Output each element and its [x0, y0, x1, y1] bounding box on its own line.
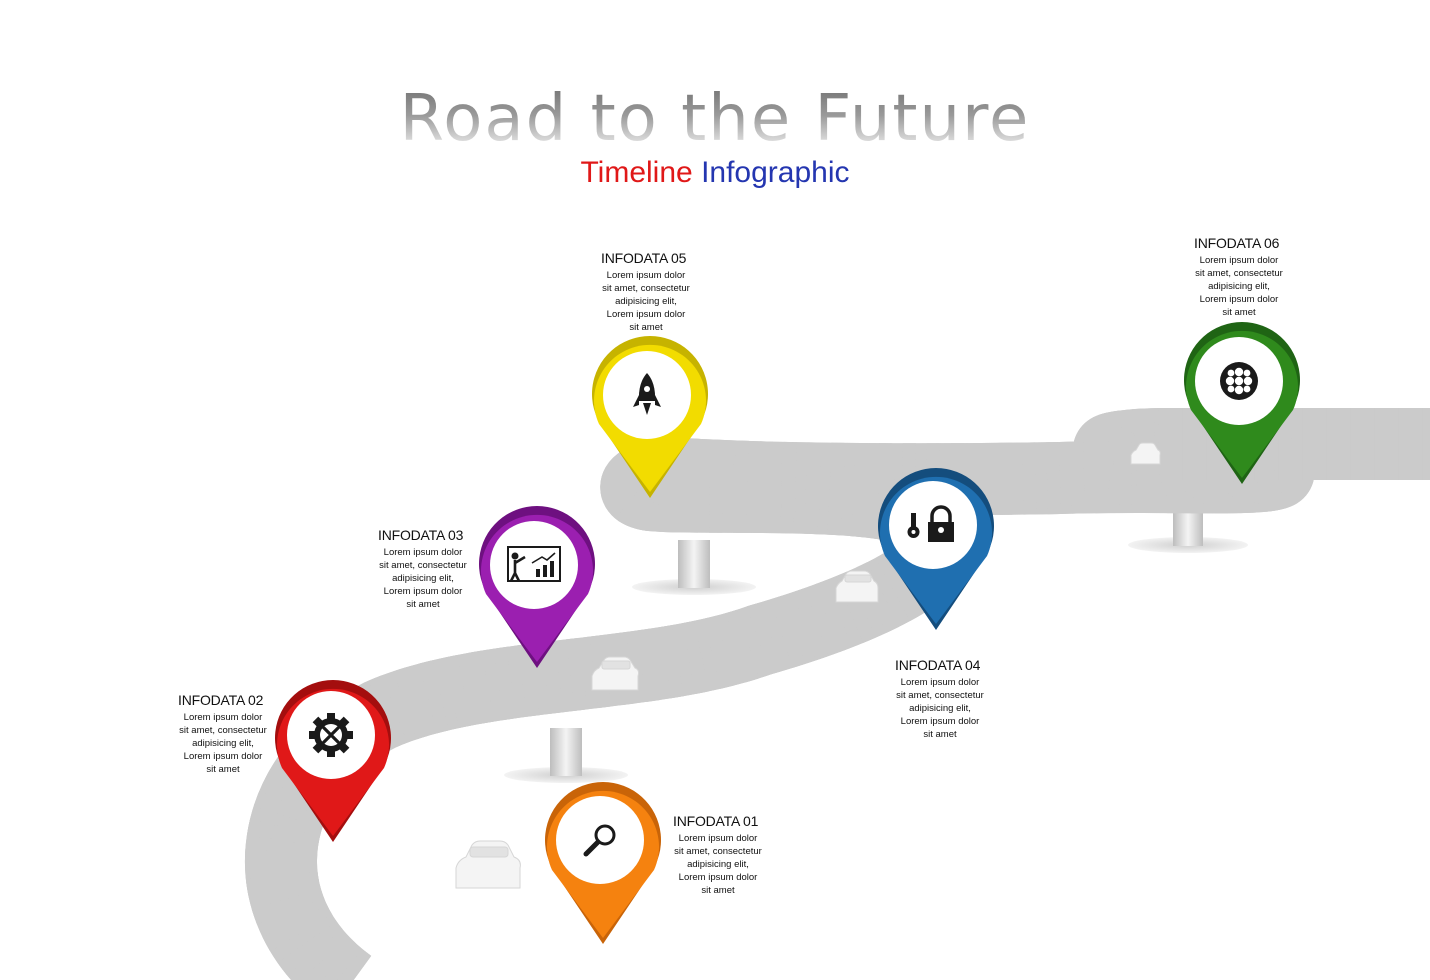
infodata-03-block: INFODATA 03 Lorem ipsum dolor sit amet, …: [378, 527, 488, 611]
car-4: [1130, 442, 1161, 465]
page-subtitle: Timeline Infographic: [0, 156, 1430, 190]
pin-infodata-02: [274, 680, 391, 842]
infodata-03-label: INFODATA 03: [378, 527, 464, 543]
page-title: Road to the Future: [0, 82, 1430, 156]
infodata-05-text: Lorem ipsum dolor sit amet, consectetur …: [602, 270, 690, 333]
gear-wrench-icon: [309, 713, 353, 757]
infodata-02-text: Lorem ipsum dolor sit amet, consectetur …: [179, 712, 267, 775]
car-1: [455, 840, 521, 889]
infodata-04-text: Lorem ipsum dolor sit amet, consectetur …: [896, 677, 984, 740]
infodata-06-label: INFODATA 06: [1194, 235, 1280, 251]
presentation-chart-icon: [507, 546, 561, 582]
pin-infodata-05: [592, 336, 708, 498]
road-cars: [455, 442, 1161, 889]
infodata-05-block: INFODATA 05 Lorem ipsum dolor sit amet, …: [601, 250, 711, 334]
winding-road: [281, 408, 1430, 980]
infodata-04-label: INFODATA 04: [895, 657, 981, 673]
subtitle-infographic: Infographic: [701, 156, 850, 189]
car-2: [591, 656, 640, 691]
infodata-01-text: Lorem ipsum dolor sit amet, consectetur …: [674, 833, 762, 896]
infodata-05-label: INFODATA 05: [601, 250, 687, 266]
subtitle-timeline: Timeline: [580, 156, 693, 189]
globe-icon: [1220, 362, 1258, 400]
pillar-1: [504, 728, 628, 783]
pillar-2: [632, 540, 756, 595]
pin-infodata-04: [878, 468, 994, 630]
infodata-04-block: INFODATA 04 Lorem ipsum dolor sit amet, …: [895, 657, 1005, 741]
car-3: [835, 570, 879, 603]
infodata-03-text: Lorem ipsum dolor sit amet, consectetur …: [379, 547, 467, 610]
key-lock-icon: [907, 505, 954, 542]
pin-infodata-06: [1184, 322, 1300, 484]
infodata-02-block: INFODATA 02 Lorem ipsum dolor sit amet, …: [178, 692, 288, 776]
infodata-06-block: INFODATA 06 Lorem ipsum dolor sit amet, …: [1194, 235, 1304, 319]
infodata-02-label: INFODATA 02: [178, 692, 264, 708]
infodata-06-text: Lorem ipsum dolor sit amet, consectetur …: [1195, 255, 1283, 318]
pin-infodata-03: [479, 506, 595, 668]
rocket-icon: [633, 373, 661, 415]
magnifier-icon: [583, 824, 616, 857]
infodata-01-block: INFODATA 01 Lorem ipsum dolor sit amet, …: [673, 813, 783, 897]
infodata-01-label: INFODATA 01: [673, 813, 759, 829]
pin-infodata-01: [545, 782, 661, 944]
